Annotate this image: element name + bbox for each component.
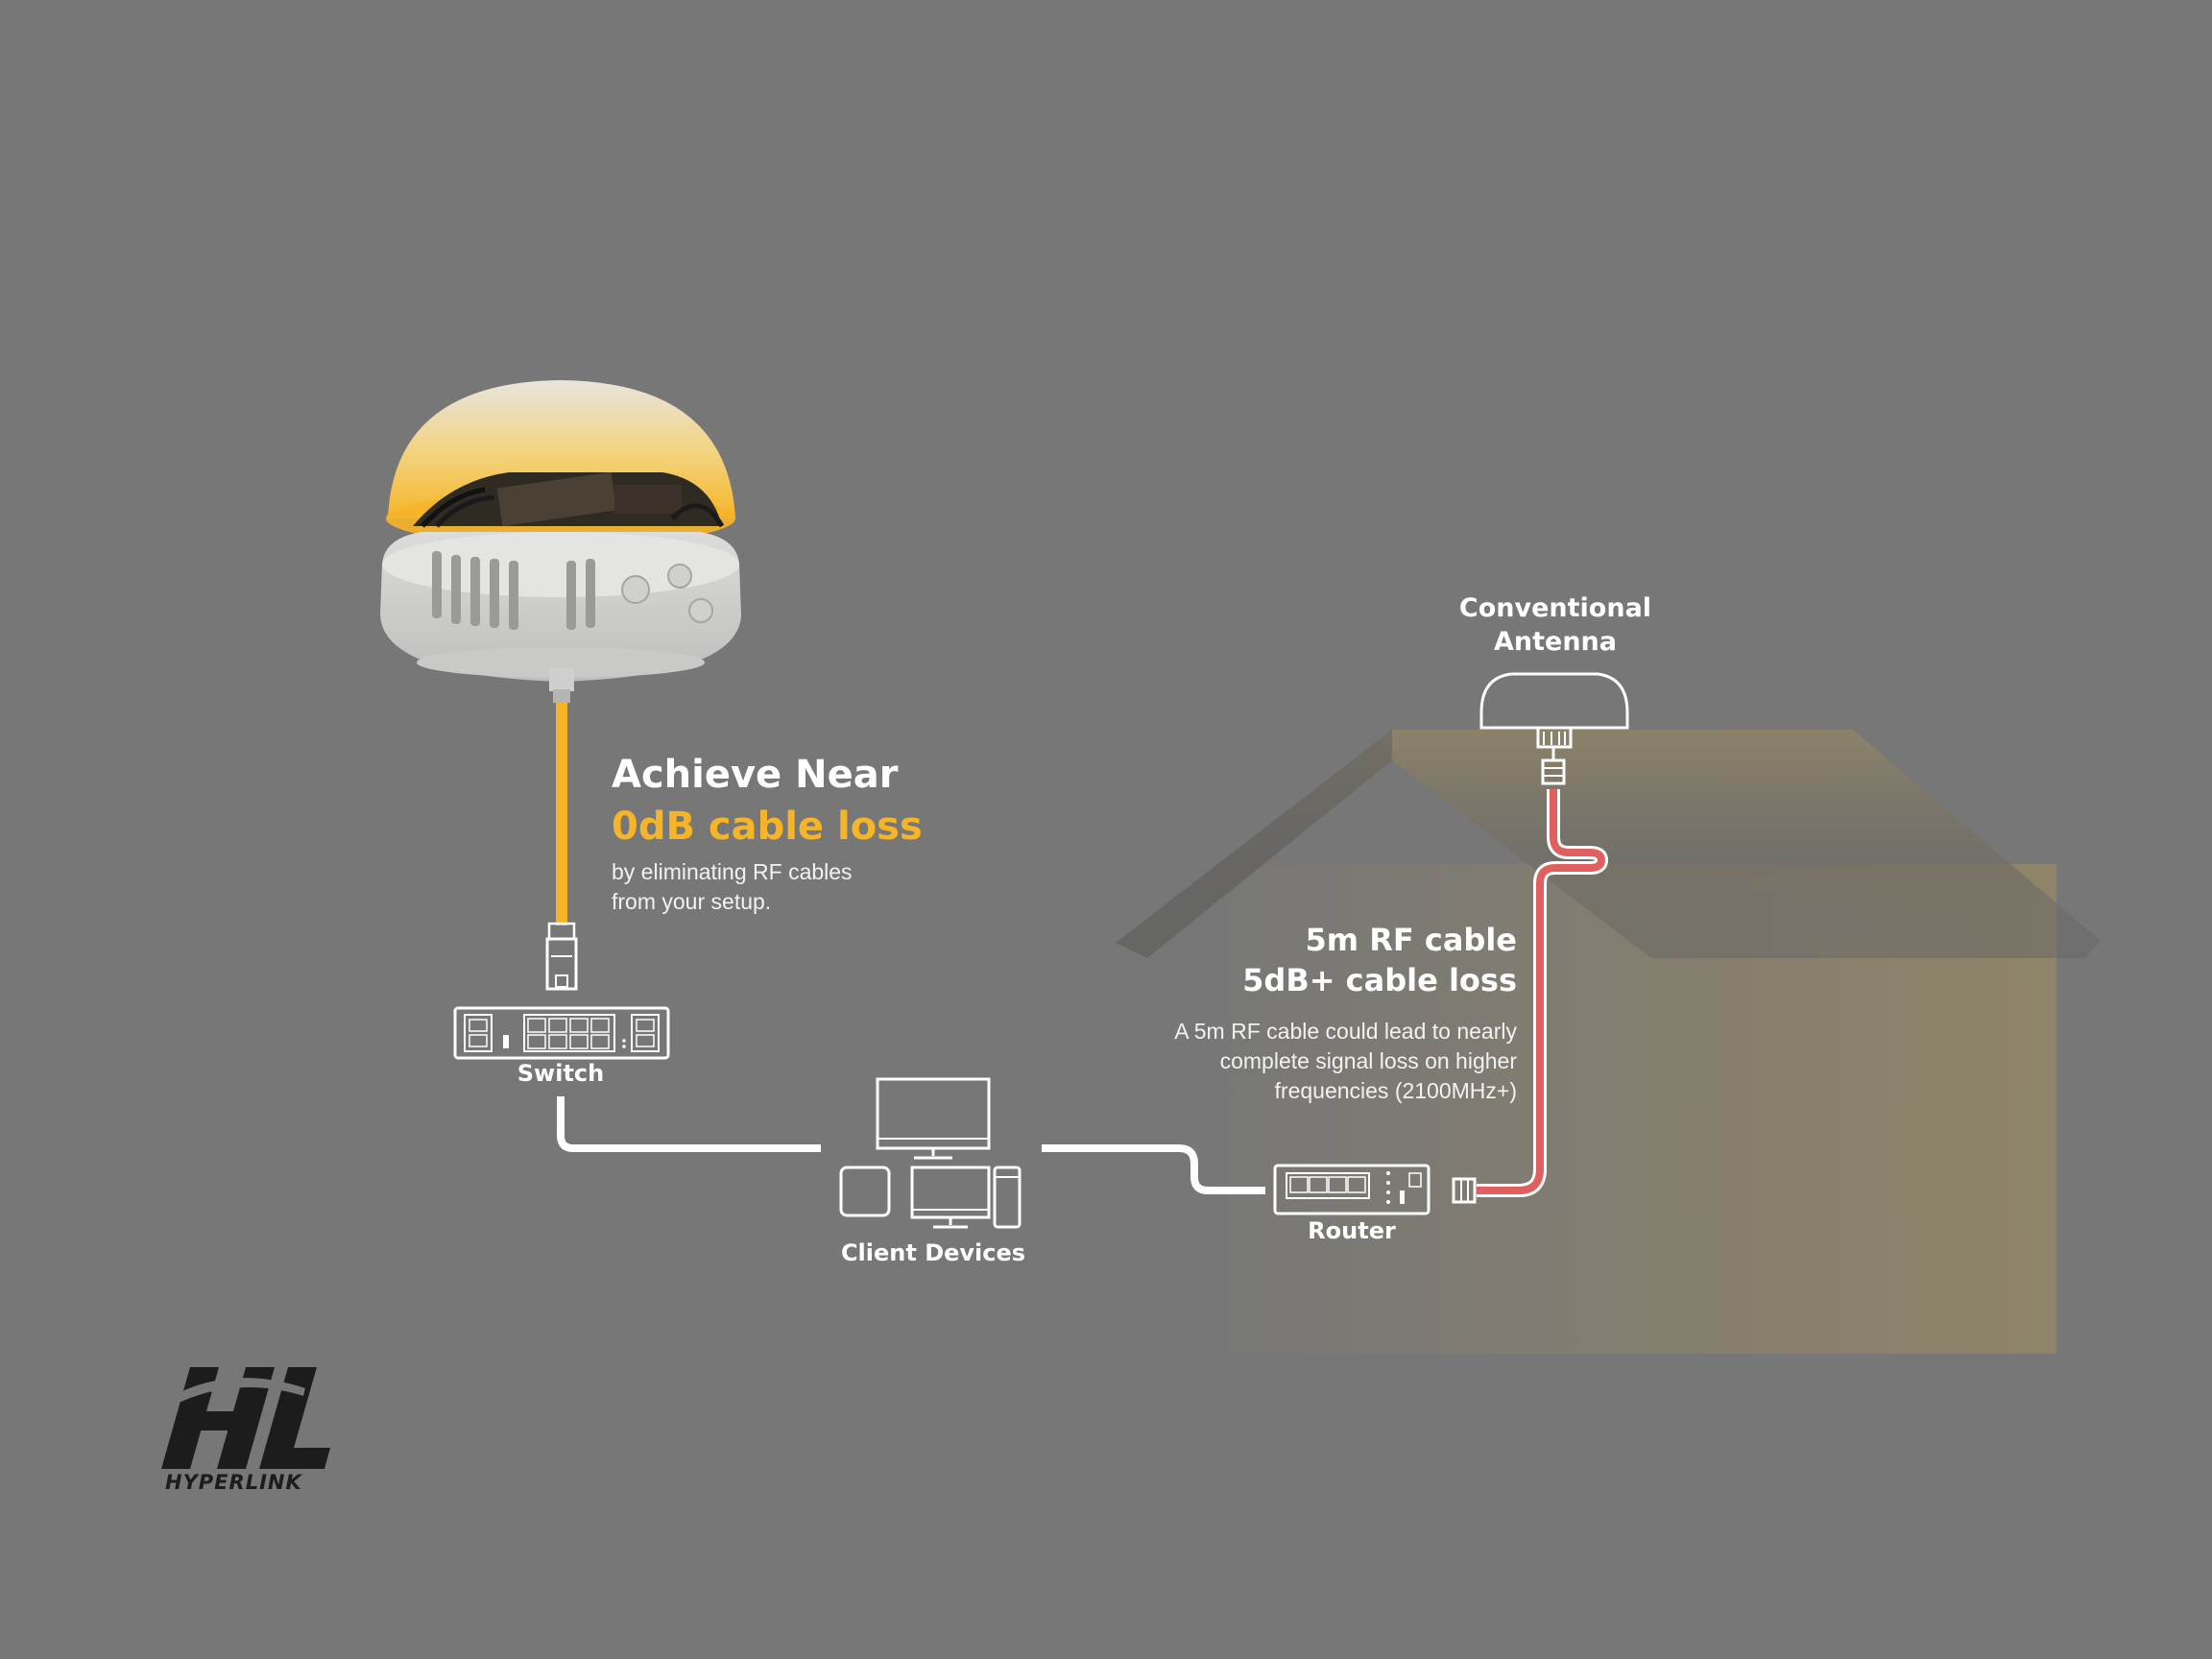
rf-description-line2: complete signal loss on higher	[1219, 1048, 1517, 1073]
hero-description-line1: by eliminating RF cables	[612, 859, 853, 884]
hero-description-line2: from your setup.	[612, 889, 772, 914]
hyperlink-logo-icon	[161, 1367, 330, 1469]
ethernet-line-switch-to-clients	[557, 1096, 821, 1152]
network-switch-icon	[453, 1006, 670, 1060]
rf-description-line1: A 5m RF cable could lead to nearly	[1174, 1019, 1517, 1044]
tablet-icon	[839, 1166, 891, 1217]
client-devices-icon	[839, 1077, 1022, 1229]
rf-cable-loss: 5dB+ cable loss	[1242, 962, 1517, 998]
hero-heading: Achieve Near	[612, 753, 899, 797]
logo-wordmark: HYPERLINK	[165, 1471, 302, 1494]
router-icon	[1273, 1164, 1431, 1215]
puck-antenna-icon	[1479, 672, 1629, 760]
tower-pc-icon	[993, 1166, 1022, 1229]
antenna-label-line1: Conventional	[1458, 593, 1652, 623]
integrated-antenna-router-device	[380, 380, 741, 703]
house-roof	[1116, 730, 2101, 958]
hero-highlight: 0dB cable loss	[612, 805, 923, 849]
rf-cable	[1452, 758, 1608, 1204]
ethernet-line-clients-to-router	[1042, 1144, 1265, 1194]
client-devices-label: Client Devices	[840, 1239, 1026, 1266]
house-roof-shadow	[1116, 730, 1392, 958]
switch-label: Switch	[517, 1060, 605, 1087]
house-illustration	[1116, 730, 2101, 1354]
ethernet-cable	[545, 703, 578, 991]
router-label: Router	[1308, 1217, 1396, 1244]
rf-description-line3: frequencies (2100MHz+)	[1274, 1078, 1517, 1103]
router-rf-connector-icon	[1452, 1177, 1477, 1204]
rf-cable-heading: 5m RF cable	[1305, 922, 1517, 958]
antenna-label-line2: Antenna	[1494, 627, 1617, 657]
